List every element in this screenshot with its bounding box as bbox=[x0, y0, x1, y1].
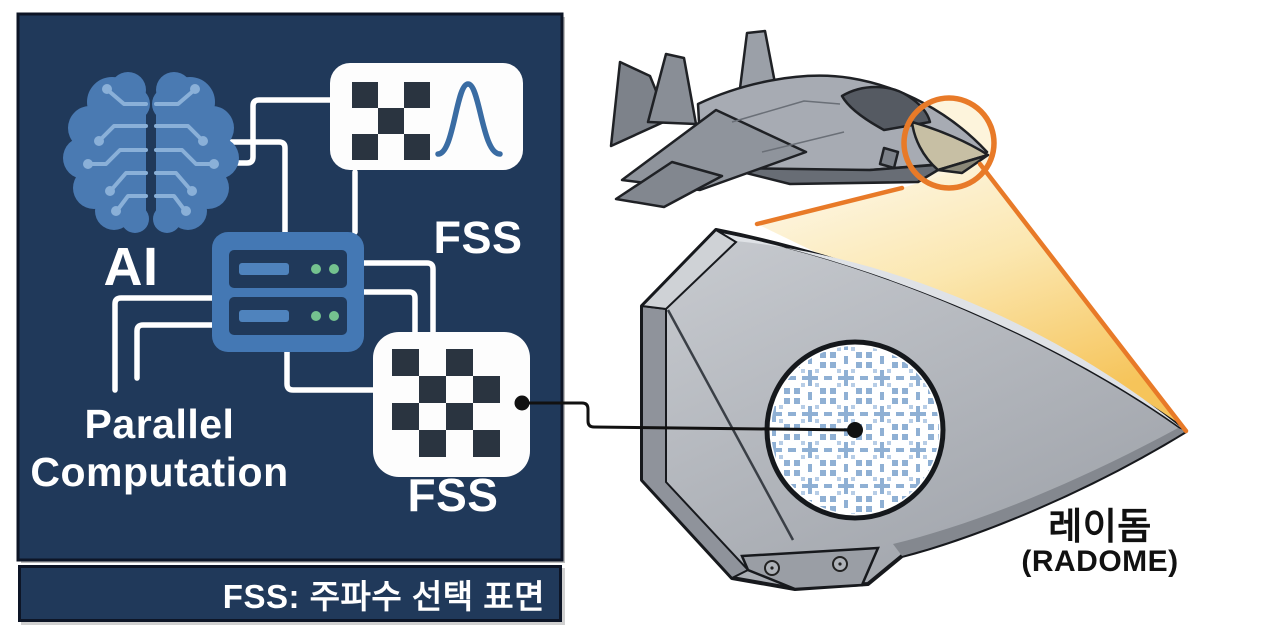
connector-brain-to-server bbox=[203, 139, 288, 235]
circuit-connectors bbox=[112, 97, 436, 393]
beam-edges bbox=[754, 161, 1189, 434]
parallel-line2: Computation bbox=[30, 449, 289, 496]
fss-checkerboard-top bbox=[352, 82, 430, 160]
connector-dot-start bbox=[514, 395, 530, 411]
connector-server-to-fss2-a bbox=[361, 260, 436, 335]
nose-highlight-circle bbox=[901, 95, 997, 191]
fss-response-curve bbox=[435, 81, 503, 157]
radome-label-ko: 레이돔 bbox=[1048, 506, 1152, 547]
jet-panel-lines bbox=[731, 100, 845, 153]
connector-server-left-2 bbox=[134, 322, 215, 381]
jet-intake bbox=[878, 146, 900, 170]
window-connector-line bbox=[514, 395, 863, 438]
radome-label: 레이돔 (RADOME) bbox=[1000, 508, 1200, 580]
caption-text: FSS: 주파수 선택 표면 bbox=[222, 577, 545, 615]
jet-stab-near bbox=[614, 160, 724, 209]
jet-fin-far bbox=[646, 52, 698, 126]
stealth-fighter-icon bbox=[609, 29, 990, 209]
radome-flange-top-face bbox=[639, 228, 738, 311]
radome-crease bbox=[666, 309, 795, 541]
caption-bar: FSS: 주파수 선택 표면 bbox=[18, 565, 562, 622]
radome-bottom-shadow bbox=[893, 428, 1186, 556]
fss-top-card bbox=[330, 63, 523, 170]
fss-bottom-card bbox=[373, 332, 530, 477]
connector-server-to-fss2-left bbox=[284, 349, 376, 393]
connector-brain-to-fss bbox=[210, 97, 333, 166]
jet-underside bbox=[724, 162, 950, 186]
fss-checkerboard-bottom bbox=[392, 349, 500, 457]
jet-tailplane-far bbox=[609, 60, 670, 148]
radome-label-en: (RADOME) bbox=[1021, 545, 1179, 578]
rivet-right-dot bbox=[838, 562, 842, 566]
parallel-line1: Parallel bbox=[84, 401, 235, 447]
connector-server-left-1 bbox=[112, 295, 215, 393]
parallel-server-icon bbox=[212, 232, 364, 352]
rivet-left-dot bbox=[770, 566, 774, 570]
left-panel bbox=[16, 12, 565, 563]
ai-label: AI bbox=[103, 237, 159, 297]
jet-nose-underside bbox=[936, 153, 990, 175]
fss-top-label: FSS bbox=[433, 212, 523, 263]
fss-bottom-label: FSS bbox=[407, 469, 499, 521]
connector-dot-end bbox=[847, 422, 863, 438]
ai-brain-icon bbox=[63, 72, 239, 233]
connector-server-to-fss2-b bbox=[361, 289, 418, 335]
parallel-computation-label: Parallel Computation bbox=[12, 400, 307, 497]
